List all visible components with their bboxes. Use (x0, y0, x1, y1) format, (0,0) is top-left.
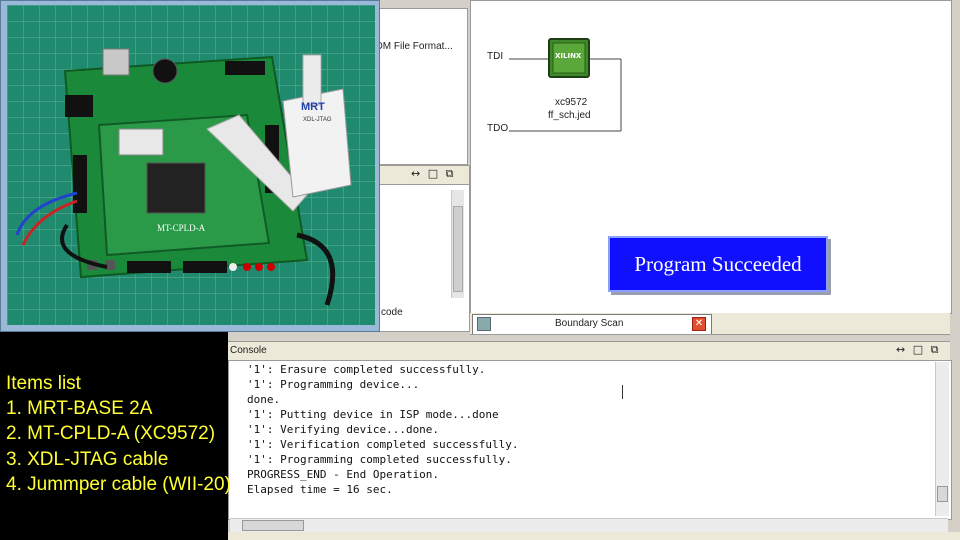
tdo-label: TDO (487, 123, 509, 134)
process-item-file-format[interactable]: OM File Format... (375, 41, 453, 52)
console-hscroll-thumb[interactable] (242, 520, 304, 531)
console-line: '1': Putting device in ISP mode...done (247, 408, 499, 421)
tdi-label: TDI (487, 51, 504, 62)
console-line: Elapsed time = 16 sec. (247, 483, 393, 496)
adapter-logo: MRT (301, 101, 325, 113)
console-line: done. (247, 393, 281, 406)
close-tab-icon[interactable]: ✕ (692, 317, 706, 331)
options-panel-header: ↔ □ ⧉ ✕ (378, 165, 470, 194)
option-item-code[interactable]: code (381, 307, 403, 318)
device-file-label: ff_sch.jed (548, 110, 591, 121)
items-list-item: 3. XDL-JTAG cable (6, 449, 169, 470)
console-line: '1': Programming completed successfully. (247, 453, 512, 466)
processes-panel: OM File Format... (375, 8, 468, 165)
items-list-item: 1. MRT-BASE 2A (6, 398, 153, 419)
console-vscroll-thumb[interactable] (937, 486, 948, 502)
console-vertical-scrollbar[interactable] (935, 362, 949, 516)
items-list-item: 4. Jummper cable (WII-20) (6, 474, 231, 495)
console-line: '1': Verification completed successfully… (247, 438, 519, 451)
bottom-tab-bar (228, 532, 960, 540)
console-title: Console (230, 345, 267, 356)
jtag-chain-diagram (509, 38, 622, 132)
console-output[interactable]: '1': Erasure completed successfully. '1'… (228, 360, 952, 520)
console-line: '1': Erasure completed successfully. (247, 363, 486, 376)
options-panel-scroll-thumb[interactable] (453, 206, 463, 292)
items-list-item: 2. MT-CPLD-A (XC9572) (6, 423, 216, 444)
tab-boundary-scan-label: Boundary Scan (555, 318, 624, 329)
board-silkscreen-label: MT-CPLD-A (157, 223, 206, 233)
hardware-photo-drawing (7, 5, 375, 325)
hardware-photo: MT-CPLD-A MRT XDL-JTAG (7, 5, 375, 325)
tab-boundary-scan[interactable]: Boundary Scan ✕ (472, 314, 712, 334)
adapter-sublabel: XDL-JTAG (303, 117, 332, 123)
console-line: PROGRESS_END - End Operation. (247, 468, 440, 481)
program-succeeded-banner: Program Succeeded (608, 236, 828, 292)
boundary-scan-tab-icon (477, 317, 491, 331)
console-line: '1': Verifying device...done. (247, 423, 440, 436)
text-cursor-icon (622, 385, 623, 399)
photo-window: MT-CPLD-A MRT XDL-JTAG (0, 0, 380, 332)
console-horizontal-scrollbar[interactable] (230, 518, 948, 532)
items-list-title: Items list (6, 373, 81, 394)
console-line: '1': Programming device... (247, 378, 420, 391)
xilinx-logo: XILINX (555, 52, 582, 60)
device-name-label: xc9572 (555, 97, 588, 108)
console-header: Console ↔ □ ⧉ ✕ (228, 341, 950, 370)
